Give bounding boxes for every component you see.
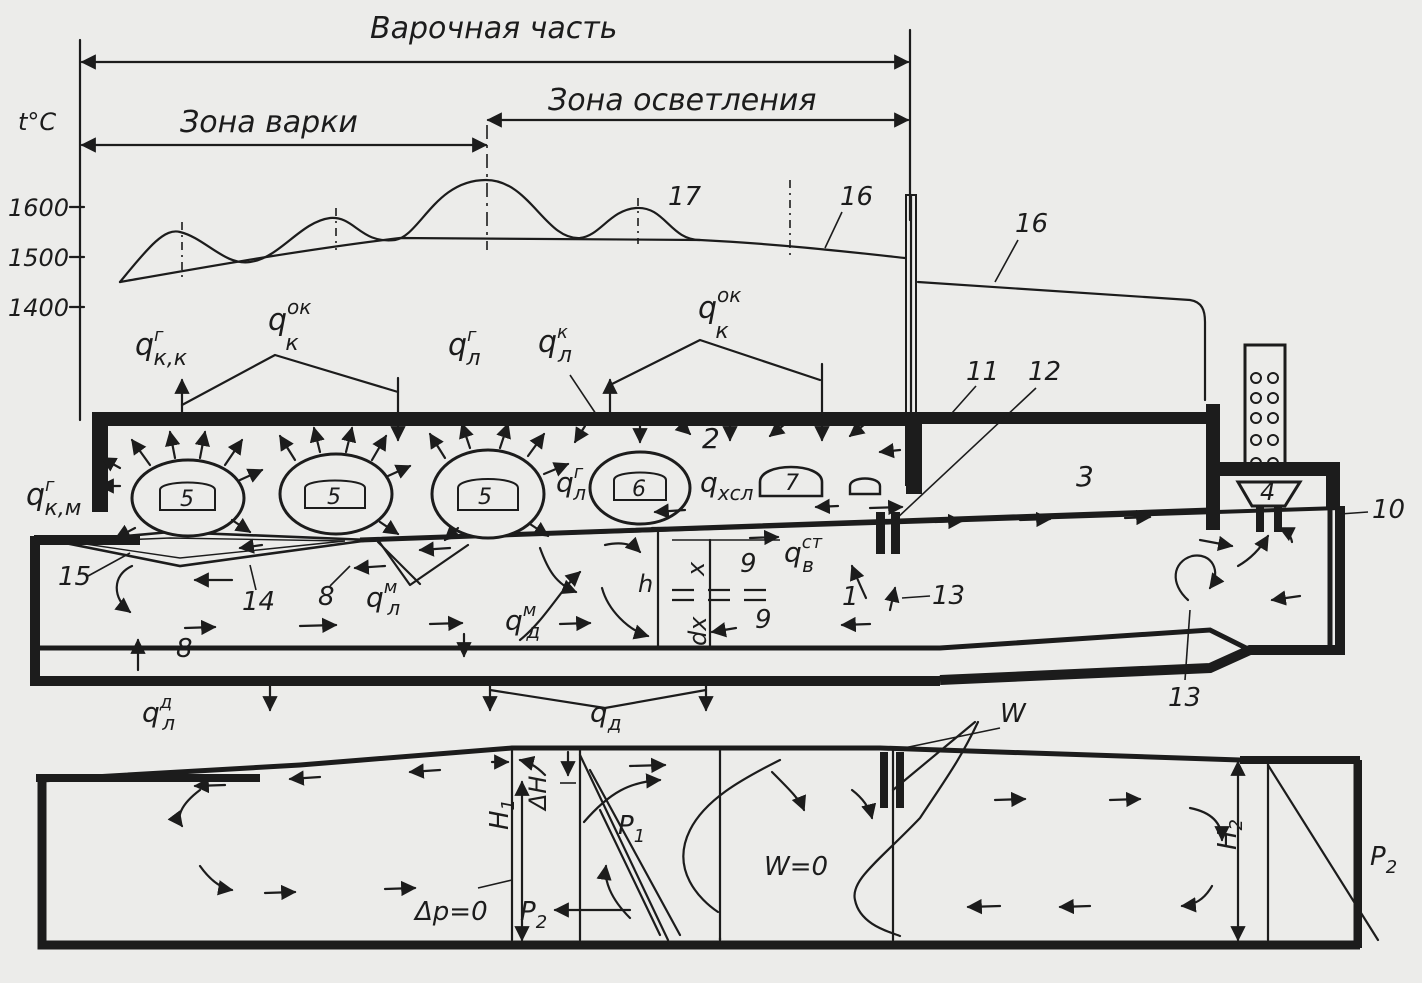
- label-W: W: [1000, 699, 1027, 729]
- label-8b: 8: [176, 634, 193, 664]
- bottom-heat-arrows: [130, 586, 900, 712]
- depth-markers: [650, 526, 780, 648]
- lower-flow-arrows: [193, 754, 1142, 918]
- convection-curls: [114, 526, 1296, 642]
- burner-small: [848, 477, 882, 496]
- burner-5c: [430, 448, 546, 540]
- burner-5b: [278, 452, 394, 536]
- glass-temperature-curve-16: [118, 236, 907, 284]
- label-1: 1: [842, 582, 859, 612]
- depth-h: h: [638, 570, 653, 598]
- label-16b: 16: [1015, 209, 1048, 239]
- label-W0: W=0: [764, 852, 828, 882]
- label-3: 3: [1076, 460, 1094, 493]
- label-16a: 16: [840, 182, 873, 212]
- depth-x: x: [682, 561, 710, 577]
- label-9b: 9: [755, 605, 772, 635]
- label-13b: 13: [1168, 683, 1201, 713]
- crown-temperature-curve-16: [916, 280, 1207, 402]
- burner-label-6: 6: [632, 477, 646, 502]
- label-10: 10: [1372, 495, 1405, 525]
- burner-7: [758, 465, 824, 498]
- temperature-axis: t°C 1600 1500 1400: [8, 108, 86, 322]
- fining-zone-title: Зона осветления: [548, 83, 816, 118]
- lower-channel: [36, 720, 1380, 950]
- label-P2: P2: [520, 897, 547, 933]
- radiation-arrows: [98, 422, 570, 542]
- label-4: 4: [1260, 478, 1275, 506]
- label-dH: ΔH: [524, 776, 552, 812]
- label-8a: 8: [318, 582, 335, 612]
- tick-1400: 1400: [8, 294, 69, 322]
- burner-5a: [130, 458, 246, 538]
- label-15: 15: [58, 562, 91, 592]
- burner-label-5a: 5: [180, 487, 194, 512]
- flame-temperature-curve-17: [118, 178, 702, 284]
- label-P2-right: P2: [1370, 842, 1397, 878]
- glass-flow-arrows: [183, 498, 1302, 636]
- label-17: 17: [668, 182, 702, 212]
- label-H1: H1: [485, 799, 519, 830]
- temperature-unit: t°C: [18, 108, 56, 136]
- lower-labels: H1 ΔH P1 P2 Δp=0 W W=0 H2 P2: [413, 699, 1397, 933]
- q-xsl: qхсл: [700, 466, 754, 505]
- tick-1600: 1600: [8, 194, 69, 222]
- label-H2: H2: [1213, 819, 1247, 850]
- burners: [130, 448, 882, 540]
- burner-label-5c: 5: [478, 485, 492, 510]
- label-11: 11: [966, 357, 999, 387]
- tick-1500: 1500: [8, 244, 69, 272]
- batch-blanket: [59, 530, 371, 568]
- label-14: 14: [242, 587, 275, 617]
- label-13a: 13: [932, 581, 965, 611]
- label-9a: 9: [740, 549, 757, 579]
- label-dp0: Δp=0: [413, 897, 488, 927]
- q-d: qд: [590, 696, 622, 735]
- burner-label-7: 7: [785, 471, 799, 496]
- melting-zone-title: Зона варки: [180, 105, 358, 140]
- label-P1: P1: [618, 811, 645, 847]
- burner-label-5b: 5: [327, 485, 341, 510]
- label-2: 2: [702, 422, 720, 455]
- label-12: 12: [1028, 357, 1061, 387]
- depth-dx: dx: [684, 616, 712, 646]
- lower-curls: [167, 755, 1230, 920]
- dimension-lines: [78, 28, 912, 422]
- melting-part-title: Варочная часть: [370, 11, 617, 46]
- stack-4: [1243, 343, 1287, 472]
